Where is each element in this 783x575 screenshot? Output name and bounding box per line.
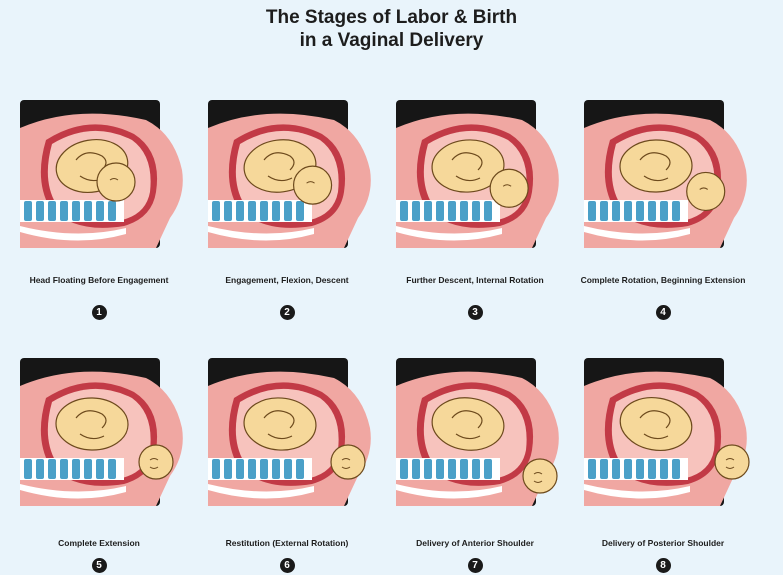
stage-caption: Complete Extension	[6, 538, 192, 548]
stage-panel-6: Restitution (External Rotation)6	[194, 358, 380, 536]
stage-number-badge: 4	[656, 305, 671, 320]
stage-number-badge: 5	[92, 558, 107, 573]
stage-caption: Restitution (External Rotation)	[194, 538, 380, 548]
stage-number-badge: 1	[92, 305, 107, 320]
stage-caption: Delivery of Anterior Shoulder	[382, 538, 568, 548]
stage-number-badge: 8	[656, 558, 671, 573]
stage-caption: Head Floating Before Engagement	[6, 275, 192, 285]
stage-caption: Delivery of Posterior Shoulder	[570, 538, 756, 548]
stage-number-badge: 3	[468, 305, 483, 320]
stage-caption: Complete Rotation, Beginning Extension	[570, 275, 756, 285]
title-line-1: The Stages of Labor & Birth	[0, 6, 783, 29]
stage-caption: Engagement, Flexion, Descent	[194, 275, 380, 285]
stage-number-badge: 2	[280, 305, 295, 320]
stage-number-badge: 6	[280, 558, 295, 573]
page-title: The Stages of Labor & Birth in a Vaginal…	[0, 6, 783, 52]
stage-caption: Further Descent, Internal Rotation	[382, 275, 568, 285]
title-line-2: in a Vaginal Delivery	[0, 29, 783, 52]
stage-number-badge: 7	[468, 558, 483, 573]
